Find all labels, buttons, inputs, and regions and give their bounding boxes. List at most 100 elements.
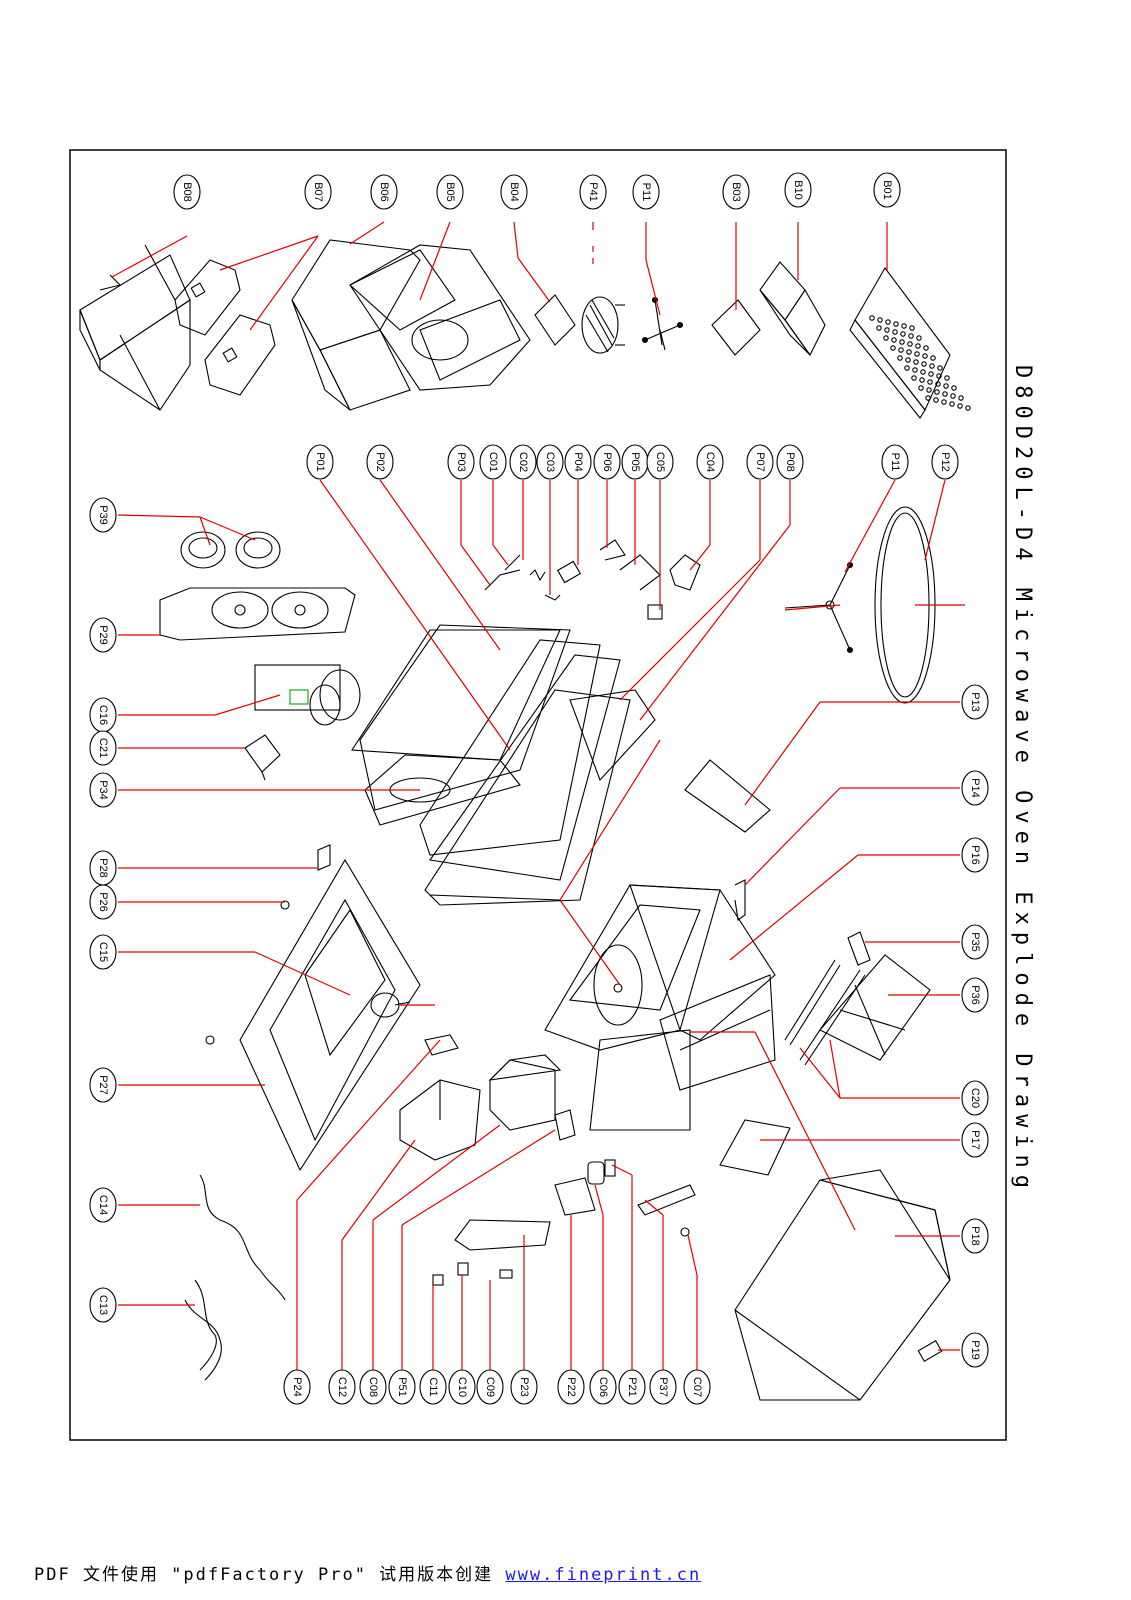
rack-hole bbox=[898, 347, 904, 353]
manual-graphic bbox=[711, 299, 761, 356]
callout-bubble bbox=[328, 1369, 356, 1405]
callout-text: B05 bbox=[444, 182, 456, 202]
door-assembly-graphic bbox=[359, 624, 631, 906]
rack-hole bbox=[927, 379, 933, 385]
rack-hole bbox=[908, 333, 914, 339]
callout-bubble bbox=[961, 924, 989, 960]
rack-hole bbox=[890, 345, 896, 351]
callout-text: C04 bbox=[704, 452, 716, 472]
timer-graphic bbox=[254, 664, 361, 726]
callout-c01: C01 bbox=[479, 444, 507, 480]
callout-bubble bbox=[961, 1218, 989, 1254]
foam-pad-graphic bbox=[174, 259, 276, 396]
callout-bubble bbox=[961, 684, 989, 720]
callout-c09: C09 bbox=[476, 1369, 504, 1405]
rack-hole bbox=[884, 327, 890, 333]
callout-text: P51 bbox=[396, 1377, 408, 1397]
callout-p29: P29 bbox=[89, 617, 117, 653]
callout-text: P11 bbox=[889, 453, 901, 472]
rack-hole bbox=[965, 405, 971, 411]
callout-text: C01 bbox=[487, 452, 499, 472]
rack-hole bbox=[925, 395, 931, 401]
callout-p35: P35 bbox=[961, 924, 989, 960]
rack-hole bbox=[915, 343, 921, 349]
small-parts-graphic bbox=[484, 539, 701, 620]
callout-text: P18 bbox=[969, 1226, 981, 1246]
callout-bubble bbox=[509, 444, 537, 480]
callout-p24: P24 bbox=[283, 1369, 311, 1405]
callout-c13: C13 bbox=[89, 1287, 117, 1323]
callout-bubble bbox=[366, 444, 394, 480]
rack-hole bbox=[934, 389, 940, 395]
callout-c14: C14 bbox=[89, 1187, 117, 1223]
callout-bubble bbox=[589, 1369, 617, 1405]
callout-bubble bbox=[89, 1287, 117, 1323]
callout-text: B04 bbox=[508, 182, 520, 202]
callout-text: P14 bbox=[969, 778, 981, 798]
rack-hole bbox=[913, 359, 919, 365]
callout-bubble bbox=[776, 444, 804, 480]
callout-text: P36 bbox=[969, 985, 981, 1005]
callout-bubble bbox=[961, 1332, 989, 1368]
rack-hole bbox=[899, 339, 905, 345]
callout-bubble bbox=[89, 1187, 117, 1223]
callout-text: B08 bbox=[181, 182, 193, 202]
callout-text: C06 bbox=[597, 1377, 609, 1397]
callout-text: P29 bbox=[97, 625, 109, 645]
callout-text: C15 bbox=[97, 942, 109, 962]
callout-text: B01 bbox=[881, 180, 893, 200]
callout-bubble bbox=[632, 174, 660, 210]
carton-open-graphic bbox=[291, 239, 531, 411]
callout-bubble bbox=[436, 174, 464, 210]
callout-p34: P34 bbox=[89, 772, 117, 808]
callout-bubble bbox=[476, 1369, 504, 1405]
callout-bubble bbox=[89, 772, 117, 808]
callout-text: P13 bbox=[969, 692, 981, 712]
callout-p27: P27 bbox=[89, 1067, 117, 1103]
callout-c06: C06 bbox=[589, 1369, 617, 1405]
callout-p12: P12 bbox=[931, 444, 959, 480]
footer-link[interactable]: www.fineprint.cn bbox=[505, 1565, 702, 1585]
callout-text: P23 bbox=[518, 1377, 530, 1397]
callout-c20: C20 bbox=[961, 1080, 989, 1116]
rack-hole bbox=[957, 403, 963, 409]
callout-p01: P01 bbox=[306, 444, 334, 480]
rack-hole bbox=[901, 323, 907, 329]
callout-c15: C15 bbox=[89, 934, 117, 970]
rack-hole bbox=[918, 385, 924, 391]
rack-hole bbox=[933, 397, 939, 403]
wiring-graphic bbox=[184, 1174, 286, 1381]
rack-hole bbox=[914, 351, 920, 357]
callout-text: P05 bbox=[629, 452, 641, 472]
callout-text: P41 bbox=[587, 182, 599, 202]
callout-text: C13 bbox=[97, 1295, 109, 1315]
callout-bubble bbox=[618, 1369, 646, 1405]
callout-p22: P22 bbox=[557, 1369, 585, 1405]
callout-c02: C02 bbox=[509, 444, 537, 480]
callout-text: P02 bbox=[374, 452, 386, 472]
rack-hole bbox=[926, 387, 932, 393]
rack-hole bbox=[942, 391, 948, 397]
callout-bubble bbox=[306, 444, 334, 480]
callout-bubble bbox=[479, 444, 507, 480]
callout-bubble bbox=[283, 1369, 311, 1405]
callout-bubble bbox=[89, 497, 117, 533]
callout-bubble bbox=[564, 444, 592, 480]
callout-p26: P26 bbox=[89, 884, 117, 920]
callout-b06: B06 bbox=[370, 174, 398, 210]
callout-text: P39 bbox=[97, 505, 109, 525]
outer-case-graphic bbox=[734, 1169, 951, 1401]
callout-text: P17 bbox=[969, 1130, 981, 1150]
callout-text: P28 bbox=[97, 858, 109, 878]
callout-p51: P51 bbox=[388, 1369, 416, 1405]
callout-b01: B01 bbox=[873, 172, 901, 208]
callout-c05: C05 bbox=[646, 444, 674, 480]
rack-hole bbox=[893, 321, 899, 327]
callout-bubble bbox=[448, 1369, 476, 1405]
rack-hole bbox=[906, 349, 912, 355]
callout-bubble bbox=[500, 174, 528, 210]
carton-box-graphic bbox=[79, 244, 191, 411]
callout-p16: P16 bbox=[961, 837, 989, 873]
rack-hole bbox=[929, 363, 935, 369]
